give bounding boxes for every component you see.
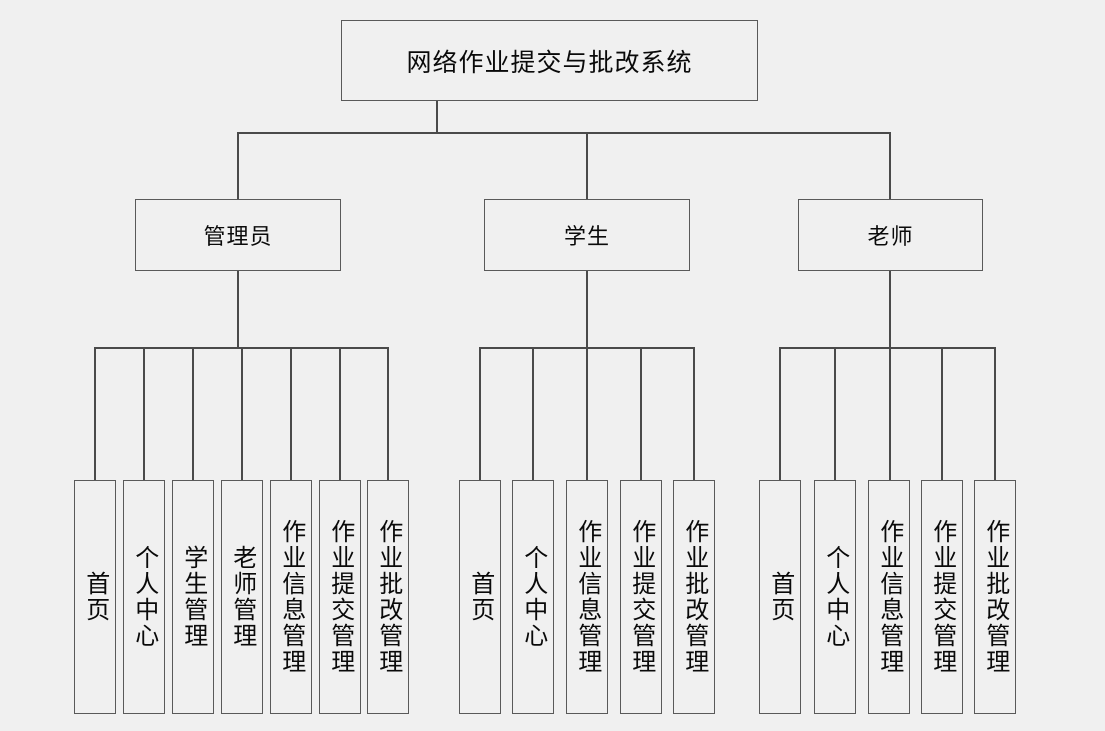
leaf-node-student-2[interactable]: 作业信息管理 [566, 480, 608, 714]
leaf-node-student-1[interactable]: 个人中心 [512, 480, 554, 714]
edge-level1-bus [237, 132, 891, 134]
edge-drop-student [586, 132, 588, 199]
edge-admin-leaf-3 [241, 347, 243, 481]
role-node-label-teacher: 老师 [867, 225, 914, 250]
leaf-label-teacher-3: 作业提交管理 [928, 519, 957, 675]
leaf-label-admin-4: 作业信息管理 [277, 519, 306, 675]
leaf-label-admin-6: 作业批改管理 [374, 519, 403, 675]
leaf-label-student-2: 作业信息管理 [573, 519, 602, 675]
edge-drop-admin [237, 132, 239, 199]
edge-teacher-leaf-2 [889, 347, 891, 481]
edge-student-leaf-3 [640, 347, 642, 481]
edge-teacher-stem [889, 271, 891, 348]
edge-teacher-leaf-4 [994, 347, 996, 481]
edge-admin-leaf-1 [143, 347, 145, 481]
leaf-node-admin-2[interactable]: 学生管理 [172, 480, 214, 714]
role-node-student[interactable]: 学生 [484, 199, 690, 271]
root-node-label: 网络作业提交与批改系统 [406, 47, 693, 77]
leaf-node-teacher-3[interactable]: 作业提交管理 [921, 480, 963, 714]
leaf-label-student-3: 作业提交管理 [627, 519, 656, 675]
leaf-label-admin-0: 首页 [81, 571, 110, 623]
leaf-label-admin-2: 学生管理 [179, 545, 208, 649]
edge-student-leaf-2 [586, 347, 588, 481]
edge-admin-leaf-0 [94, 347, 96, 481]
leaf-label-admin-3: 老师管理 [228, 545, 257, 649]
edge-student-leaf-0 [479, 347, 481, 481]
leaf-label-teacher-1: 个人中心 [821, 545, 850, 649]
leaf-label-student-0: 首页 [466, 571, 495, 623]
role-node-label-admin: 管理员 [203, 225, 273, 250]
leaf-node-student-0[interactable]: 首页 [459, 480, 501, 714]
leaf-node-teacher-0[interactable]: 首页 [759, 480, 801, 714]
edge-admin-stem [237, 271, 239, 348]
edge-admin-leaf-5 [339, 347, 341, 481]
leaf-node-admin-4[interactable]: 作业信息管理 [270, 480, 312, 714]
leaf-label-teacher-4: 作业批改管理 [981, 519, 1010, 675]
role-node-label-student: 学生 [563, 225, 610, 250]
leaf-node-student-4[interactable]: 作业批改管理 [673, 480, 715, 714]
edge-root-stem [436, 101, 438, 133]
edge-student-stem [586, 271, 588, 348]
edge-teacher-leaf-3 [941, 347, 943, 481]
leaf-node-admin-1[interactable]: 个人中心 [123, 480, 165, 714]
leaf-label-teacher-2: 作业信息管理 [875, 519, 904, 675]
edge-student-leaf-4 [693, 347, 695, 481]
leaf-node-admin-6[interactable]: 作业批改管理 [367, 480, 409, 714]
leaf-label-admin-1: 个人中心 [130, 545, 159, 649]
edge-admin-leaf-2 [192, 347, 194, 481]
leaf-node-student-3[interactable]: 作业提交管理 [620, 480, 662, 714]
edge-admin-bus [94, 347, 387, 349]
edge-admin-leaf-6 [387, 347, 389, 481]
role-node-teacher[interactable]: 老师 [798, 199, 983, 271]
role-node-admin[interactable]: 管理员 [135, 199, 341, 271]
leaf-node-admin-3[interactable]: 老师管理 [221, 480, 263, 714]
edge-teacher-leaf-0 [779, 347, 781, 481]
leaf-node-teacher-2[interactable]: 作业信息管理 [868, 480, 910, 714]
leaf-node-teacher-4[interactable]: 作业批改管理 [974, 480, 1016, 714]
leaf-node-admin-5[interactable]: 作业提交管理 [319, 480, 361, 714]
edge-admin-leaf-4 [290, 347, 292, 481]
edge-teacher-leaf-1 [834, 347, 836, 481]
edge-drop-teacher [889, 132, 891, 199]
edge-teacher-bus [779, 347, 995, 349]
leaf-label-student-4: 作业批改管理 [680, 519, 709, 675]
root-node-system[interactable]: 网络作业提交与批改系统 [341, 20, 758, 101]
leaf-node-admin-0[interactable]: 首页 [74, 480, 116, 714]
leaf-label-teacher-0: 首页 [766, 571, 795, 623]
edge-student-leaf-1 [532, 347, 534, 481]
leaf-label-student-1: 个人中心 [519, 545, 548, 649]
leaf-label-admin-5: 作业提交管理 [326, 519, 355, 675]
leaf-node-teacher-1[interactable]: 个人中心 [814, 480, 856, 714]
